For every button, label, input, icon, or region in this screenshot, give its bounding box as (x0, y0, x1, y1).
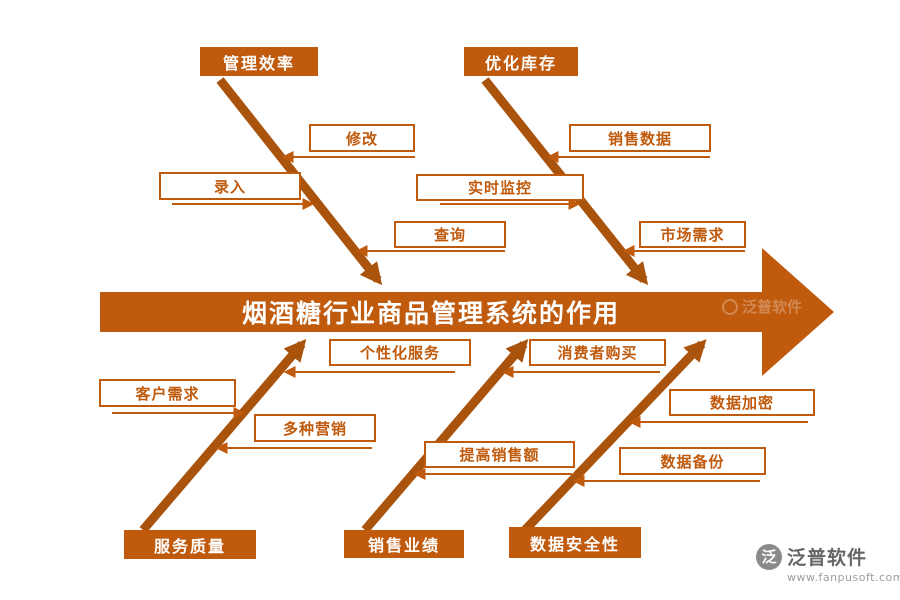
cause-label-multi-marketing: 多种营销 (254, 414, 376, 442)
branch-line-service-quality (139, 338, 307, 533)
vendor-brand-name: 泛普软件 (787, 547, 868, 569)
cause-label-realtime-monitor: 实时监控 (416, 174, 584, 201)
cause-label-personalized-service: 个性化服务 (329, 339, 471, 366)
branch-label-data-security: 数据安全性 (509, 527, 641, 558)
diagram-title: 烟酒糖行业商品管理系统的作用 (241, 299, 620, 328)
branch-line-sales-performance (361, 338, 529, 533)
watermark-logo-icon (722, 298, 738, 315)
cause-label-entry: 录入 (159, 172, 301, 200)
center-watermark: 泛普软件 (722, 296, 802, 317)
cause-label-increase-sales: 提高销售额 (424, 441, 575, 468)
cause-label-data-encryption: 数据加密 (669, 389, 815, 416)
spine-bar (100, 292, 762, 332)
branch-label-service-quality: 服务质量 (124, 530, 256, 559)
cause-label-data-backup: 数据备份 (619, 447, 766, 475)
cause-label-market-demand: 市场需求 (639, 221, 746, 248)
branch-label-management-efficiency: 管理效率 (200, 47, 318, 76)
cause-label-consumer-purchase: 消费者购买 (529, 339, 666, 366)
vendor-website: www.fanpusoft.com (787, 571, 900, 584)
cause-label-customer-needs: 客户需求 (99, 379, 236, 407)
branch-label-sales-performance: 销售业绩 (344, 530, 464, 558)
branch-label-optimize-inventory: 优化库存 (464, 47, 578, 76)
watermark-brand-text: 泛普软件 (742, 298, 803, 316)
cause-label-sales-data: 销售数据 (569, 124, 711, 152)
vendor-logo: 泛 泛普软件 www.fanpusoft.com (756, 543, 900, 584)
vendor-logo-icon: 泛 (756, 543, 782, 570)
cause-label-query: 查询 (394, 221, 506, 248)
branch-line-data-security (521, 339, 707, 534)
cause-label-modify: 修改 (309, 124, 415, 152)
spine-arrowhead (762, 248, 834, 376)
